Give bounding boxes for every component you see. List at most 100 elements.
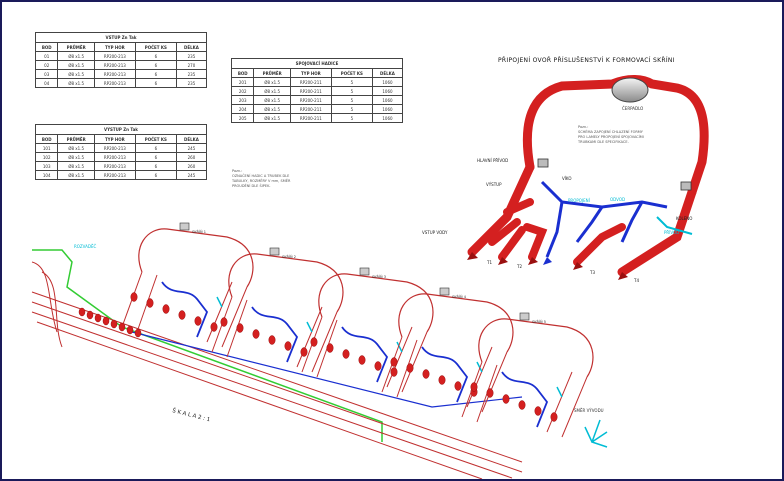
- label-outlet: VÝSTUP: [486, 182, 502, 187]
- note-right: Pozn.: SCHÉMA ZAPOJENÍ CHLAZENÍ FORMY PR…: [578, 125, 698, 145]
- module-label: SKŘÍŇ 1: [192, 229, 206, 234]
- table-cell: 5: [330, 113, 373, 123]
- label-supply-right: PŘÍVOD: [664, 230, 679, 235]
- label-water-inlet: VSTUP VODY: [422, 230, 448, 235]
- label-valve-left: VÍKO: [562, 176, 571, 181]
- valve-icon: [359, 267, 370, 276]
- upper-right-assembly: ČERPADLO HLAVNÍ PŘÍV: [422, 75, 709, 283]
- pipe-fitting: [390, 357, 398, 367]
- module-cyan-stub: [216, 296, 223, 308]
- pipe-fitting: [86, 310, 94, 320]
- module-label: SKŘÍŇ 5: [532, 319, 546, 324]
- module-cyan-stub: [396, 341, 403, 353]
- module-cyan-stub: [556, 386, 563, 398]
- pipe-fitting: [252, 329, 260, 339]
- module-label: SKŘÍŇ 2: [282, 254, 296, 259]
- red-pipe-right: [617, 187, 697, 277]
- module-drop-pipes: [301, 316, 428, 393]
- pump-body: [611, 77, 649, 103]
- pipe-fitting: [342, 349, 350, 359]
- pipe-fitting: [146, 298, 154, 308]
- module-blue-branch: [341, 326, 389, 383]
- pipe-fitting: [102, 316, 110, 326]
- red-pipe-right-branch: [573, 223, 626, 266]
- left-feeder: [31, 261, 63, 348]
- pipe-fitting: [518, 400, 526, 410]
- outlet-arrow-6: [618, 272, 628, 280]
- module-blue-branch: [251, 306, 299, 363]
- table-cell: 205: [230, 113, 255, 123]
- note-line: TRUBKAMI DLE SPECIFIKACE.: [578, 140, 629, 144]
- label-t3: T3: [589, 270, 595, 275]
- table-outlet-caption: VÝSTUP Zn Tak: [35, 124, 207, 134]
- pipe-fitting: [470, 382, 478, 392]
- pump-label: ČERPADLO: [622, 106, 643, 111]
- module-2: SKŘÍŇ 2: [211, 247, 344, 373]
- valve-left: [537, 158, 549, 168]
- valve-icon: [179, 222, 190, 231]
- table-cell: 04: [34, 78, 59, 88]
- pipe-fitting: [390, 367, 398, 377]
- module-5: SKŘÍŇ 5: [461, 312, 594, 438]
- pipe-fitting: [210, 322, 218, 332]
- module-blue-branch: [501, 371, 549, 428]
- outlet-arrow-1: [467, 252, 478, 260]
- label-t4: T4: [633, 278, 639, 283]
- green-pipe: [32, 249, 383, 442]
- blue-pipe-left: [545, 201, 564, 258]
- note-line: Pozn.:: [232, 169, 243, 173]
- blue-main-line: [131, 331, 523, 408]
- module-blue-branch: [161, 281, 209, 338]
- table-hoses-caption: SPOJOVACÍ HADICE: [231, 58, 403, 68]
- red-pipe-left: [467, 162, 535, 257]
- note-line: TABULKY, ROZMĚRY V mm, SMĚR: [232, 179, 291, 183]
- label-distributor: ROZVADĚČ: [74, 244, 96, 249]
- pipe-fitting: [130, 292, 138, 302]
- module-red-loop: [138, 228, 254, 288]
- pipe-fitting: [118, 322, 126, 332]
- label-elbow: KOLENO: [676, 216, 692, 221]
- pipe-fitting: [220, 317, 228, 327]
- pipe-fitting: [284, 341, 292, 351]
- red-pipe-left-out: [523, 223, 548, 261]
- compass-label: SMĚR VÝVODU: [574, 408, 604, 413]
- note-line: Pozn.:: [578, 125, 589, 129]
- pipe-fitting: [326, 343, 334, 353]
- pipe-fitting: [502, 394, 510, 404]
- table-cell: 1060: [371, 113, 404, 123]
- pipe-fitting: [194, 316, 202, 326]
- valve-icon: [269, 247, 280, 256]
- valve-icon: [439, 287, 450, 296]
- module-1: SKŘÍŇ 1: [121, 222, 254, 348]
- note-middle: Pozn.: OZNAČENÍ HADIC A TRUBEK DLE TABUL…: [232, 169, 352, 189]
- pipe-fitting: [300, 347, 308, 357]
- note-line: SCHÉMA ZAPOJENÍ CHLAZENÍ FORMY: [578, 130, 643, 134]
- module-cyan-stub: [476, 361, 483, 373]
- pipe-fitting: [236, 323, 244, 333]
- scale-label: Š K A L A 2 : 1: [172, 407, 211, 423]
- pipe-fitting: [78, 307, 86, 317]
- pipe-fitting: [534, 406, 542, 416]
- pipe-fitting: [438, 375, 446, 385]
- pipe-fitting: [178, 310, 186, 320]
- pipe-fitting: [162, 304, 170, 314]
- red-pipe-left-branch: [488, 198, 534, 261]
- pipe-fitting: [126, 325, 134, 335]
- pipe-fitting: [406, 363, 414, 373]
- pipe-fitting: [268, 335, 276, 345]
- table-cell: 6: [134, 170, 177, 180]
- table-inlet-caption: VSTUP Zn Tak: [35, 32, 207, 42]
- module-label: SKŘÍŇ 4: [452, 294, 467, 299]
- module-red-loop: [398, 293, 514, 353]
- module-red-loop: [318, 273, 434, 333]
- pipe-fitting: [454, 381, 462, 391]
- pipe-fitting: [374, 361, 382, 371]
- valve-icon: [519, 312, 530, 321]
